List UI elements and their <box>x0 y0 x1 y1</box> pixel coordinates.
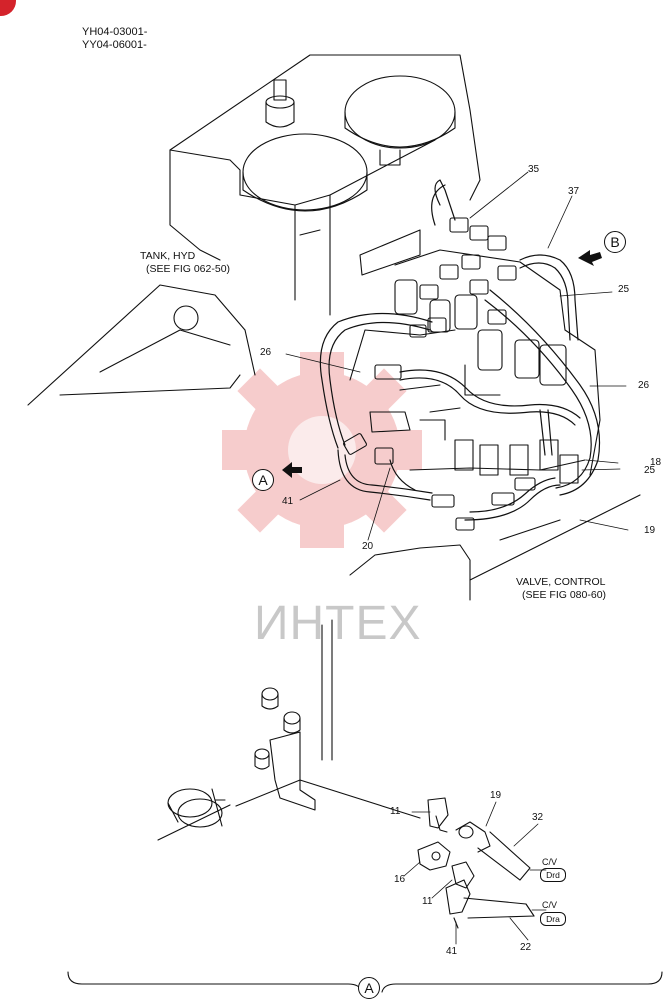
callout-25-bottom: 25 <box>644 465 656 476</box>
callout-20: 20 <box>362 541 374 552</box>
callout-26-left: 26 <box>260 347 272 358</box>
callout-11-bottom: 11 <box>422 896 433 907</box>
view-a-marker: A <box>252 469 274 491</box>
tank-ref-fig: (SEE FIG 062-50) <box>146 263 231 275</box>
base-platform <box>349 494 641 601</box>
callout-32: 32 <box>532 812 544 823</box>
connector-drd: Drd <box>540 868 566 882</box>
callout-16: 16 <box>394 874 406 885</box>
callout-37: 37 <box>568 186 580 197</box>
serial-2: YY04-06001- <box>82 39 147 51</box>
callout-25-top: 25 <box>618 284 630 295</box>
lower-bracket <box>157 619 421 841</box>
exploded-parts <box>417 797 535 929</box>
connector-cv-1: C/V <box>542 857 558 867</box>
valve-ref-fig: (SEE FIG 080-60) <box>522 589 607 601</box>
callout-11-top: 11 <box>390 806 401 817</box>
callout-41-bottom: 41 <box>446 946 458 957</box>
connector-dra: Dra <box>540 912 566 926</box>
callout-41-top: 41 <box>282 496 294 507</box>
tank-ref-title: TANK, HYD <box>140 250 196 262</box>
view-b-arrow <box>578 250 602 266</box>
callout-18: 18 <box>650 457 662 468</box>
boom-outline <box>27 284 256 406</box>
callout-35: 35 <box>528 164 540 175</box>
serial-1: YH04-03001- <box>82 26 148 38</box>
tank-caps <box>242 75 456 212</box>
watermark-text: ИНТЕХ <box>254 597 422 650</box>
view-b-marker: B <box>604 231 626 253</box>
callout-19-top: 19 <box>644 525 656 536</box>
callout-22: 22 <box>520 942 532 953</box>
view-a-arrow <box>282 462 302 478</box>
callout-26-right: 26 <box>638 380 650 391</box>
leader-lines <box>285 171 629 945</box>
valve-ref-title: VALVE, CONTROL <box>516 576 606 588</box>
callout-19-bottom: 19 <box>490 790 502 801</box>
hose-lines <box>319 179 601 521</box>
frame-outline <box>169 54 481 316</box>
valve-block <box>349 249 601 484</box>
view-arrows <box>282 250 602 478</box>
view-a-bottom-marker: A <box>358 977 380 999</box>
connector-cv-2: C/V <box>542 900 558 910</box>
